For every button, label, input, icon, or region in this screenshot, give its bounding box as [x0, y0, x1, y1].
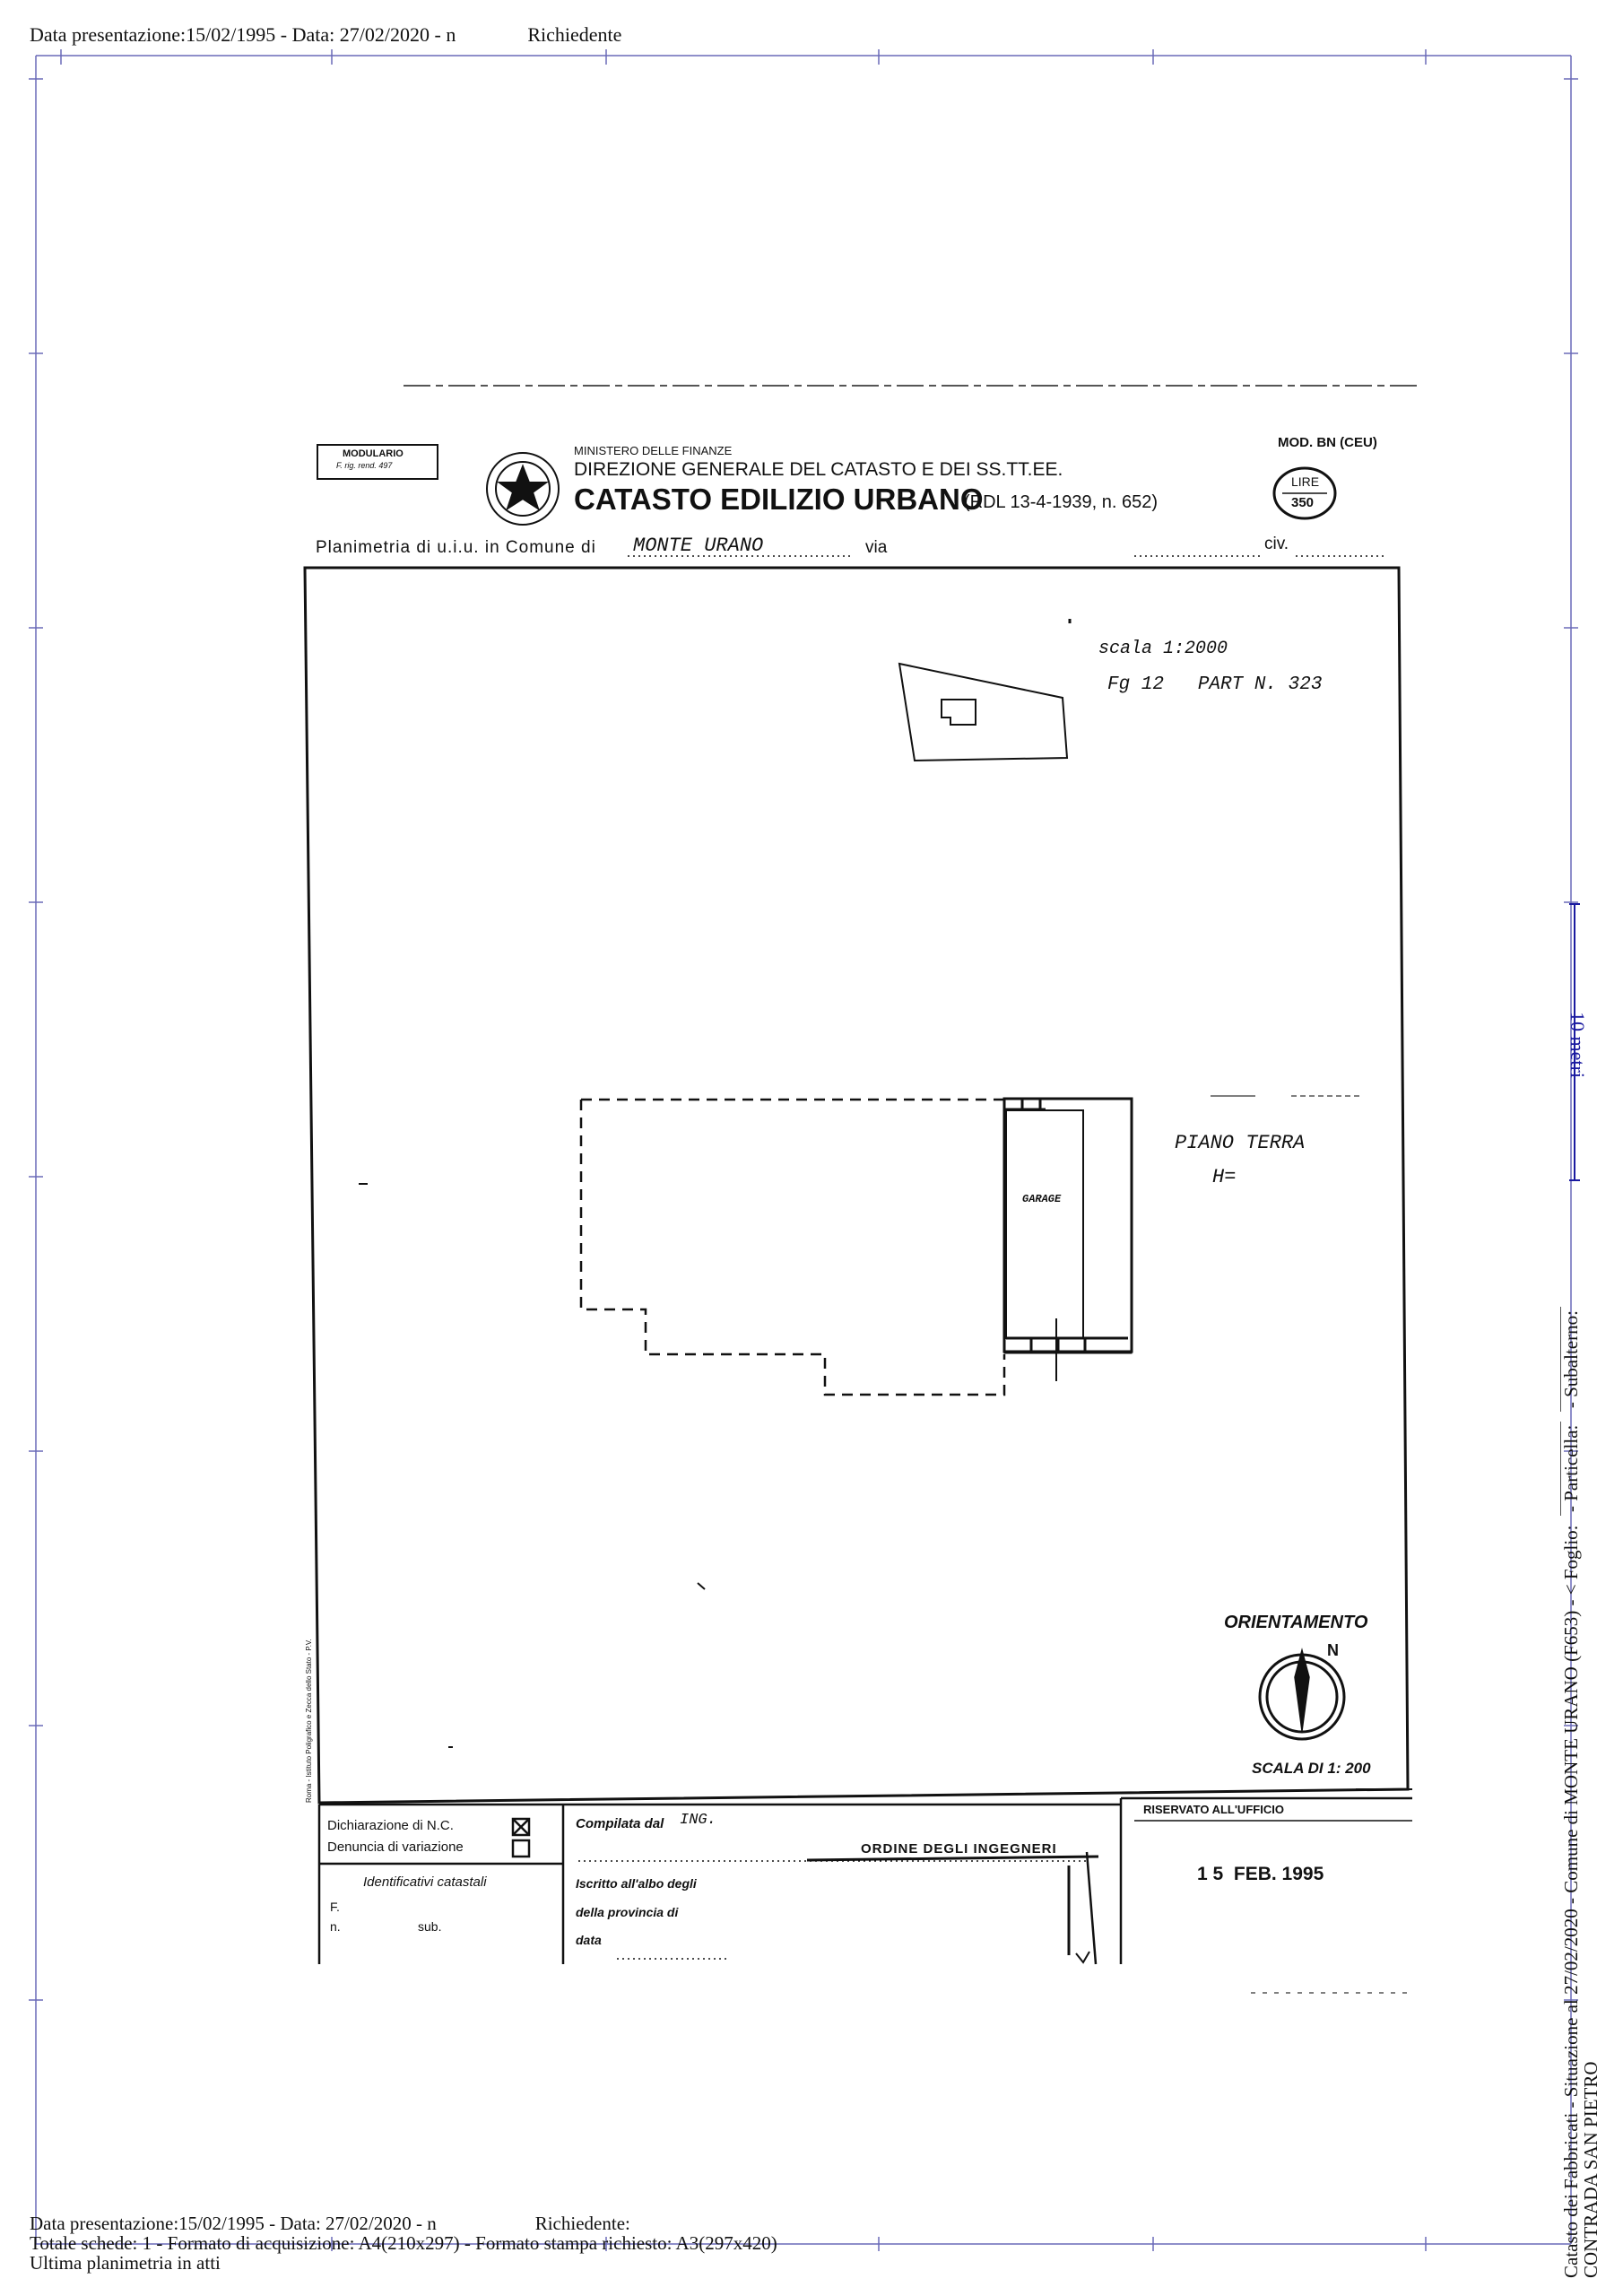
compass-icon — [1258, 1648, 1346, 1741]
identificativi-label: Identificativi catastali — [363, 1874, 487, 1890]
modulario-sub: F. rig. rend. 497 — [336, 461, 393, 470]
comune-handwritten: MONTE URANO — [633, 535, 764, 557]
ordine-stamp: ORDINE DEGLI INGEGNERI — [861, 1841, 1057, 1857]
footer-line3: Ultima planimetria in atti — [30, 2252, 221, 2274]
footer: Data presentazione:15/02/1995 - Data: 27… — [30, 2213, 777, 2273]
orientamento-label: ORIENTAMENTO — [1224, 1613, 1368, 1632]
lire-value: 350 — [1291, 495, 1315, 510]
garage-room — [1002, 1097, 1133, 1381]
garage-label: GARAGE — [1022, 1193, 1062, 1205]
scale-bar — [1569, 903, 1580, 1181]
mod-code: MOD. BN (CEU) — [1278, 435, 1377, 450]
modulario-box — [317, 444, 438, 480]
iscritto-label: Iscritto all'albo degli — [576, 1876, 697, 1891]
scale-note-handwritten: scala 1:2000 — [1098, 639, 1228, 659]
via-label: via — [865, 538, 888, 557]
emblem-icon — [486, 452, 560, 526]
rdl: (RDL 13-4-1939, n. 652) — [964, 492, 1159, 512]
header-line: Data presentazione:15/02/1995 - Data: 27… — [30, 23, 621, 47]
stamp-date: 1 5 FEB. 1995 — [1197, 1864, 1324, 1884]
scala-label: SCALA DI 1: 200 — [1252, 1760, 1371, 1777]
data-label: data — [576, 1933, 602, 1947]
header-presentation: Data presentazione:15/02/1995 - Data: 27… — [30, 23, 456, 46]
sub-label: sub. — [418, 1919, 442, 1934]
header-richiedente: Richiedente — [527, 23, 622, 46]
planimetria-label: Planimetria di u.i.u. in Comune di — [316, 538, 596, 557]
civ-label: civ. — [1264, 535, 1289, 553]
h-handwritten: H= — [1212, 1166, 1237, 1188]
f-label: F. — [330, 1900, 340, 1914]
provincia-label: della provincia di — [576, 1905, 679, 1919]
compilata-label: Compilata dal — [576, 1816, 664, 1831]
modulario-label: MODULARIO — [343, 448, 404, 459]
catasto-title: CATASTO EDILIZIO URBANO — [574, 483, 984, 516]
lire-badge — [1272, 466, 1337, 520]
lire-label: LIRE — [1291, 474, 1320, 489]
dichiarazione-label: Dichiarazione di N.C. — [327, 1818, 454, 1833]
denuncia-label: Denuncia di variazione — [327, 1839, 464, 1855]
footer-line1: Data presentazione:15/02/1995 - Data: 27… — [30, 2213, 630, 2234]
n-label: n. — [330, 1919, 341, 1934]
fg-note-handwritten: Fg 12 PART N. 323 — [1107, 674, 1323, 695]
direzione: DIREZIONE GENERALE DEL CATASTO E DEI SS.… — [574, 459, 1063, 480]
location-inset — [898, 662, 1069, 762]
bottom-form — [317, 1796, 1412, 1994]
north-label: N — [1327, 1641, 1339, 1659]
piano-handwritten: PIANO TERRA — [1175, 1132, 1306, 1154]
printer-credit: Roma - Istituto Poligrafico e Zecca dell… — [305, 1639, 313, 1803]
ministero: MINISTERO DELLE FINANZE — [574, 444, 733, 457]
riservato-label: RISERVATO ALL'UFFICIO — [1143, 1803, 1284, 1816]
compilata-handwritten: ING. — [680, 1812, 716, 1829]
footer-line2: Totale schede: 1 - Formato di acquisizio… — [30, 2232, 777, 2254]
